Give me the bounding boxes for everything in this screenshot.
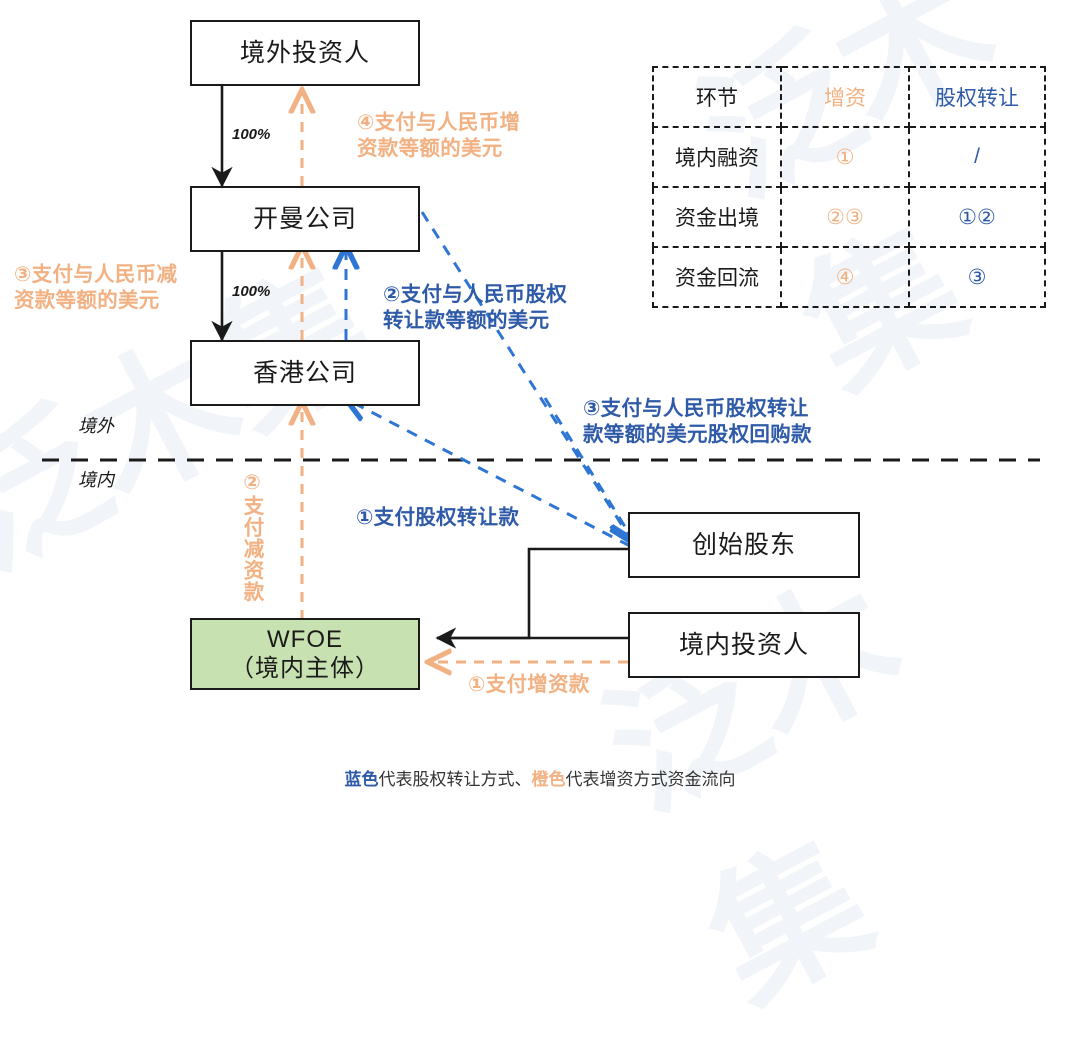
edge-founder-to-wfoe [435, 547, 628, 649]
note-blue-2: ②支付与人民币股权 转让款等额的美元 [383, 283, 568, 333]
table-header-row: 环节 增资 股权转让 [652, 66, 1046, 128]
node-domestic-investor[interactable]: 境内投资人 [628, 612, 860, 678]
node-domestic-investor-label: 境内投资人 [678, 630, 809, 659]
note-blue-1: ①支付股权转让款 [356, 506, 520, 529]
node-wfoe-label-primary: WFOE [267, 625, 343, 653]
table-cell-zengzi-2: ④ [780, 246, 910, 308]
table-cell-guquan-1: ①② [908, 186, 1046, 248]
table-cell-guquan-0: / [908, 126, 1046, 188]
table-cell-label-1: 资金出境 [652, 186, 782, 248]
note-orange-2-vertical: ②支付减资款 [240, 470, 263, 603]
region-label-offshore: 境外 [78, 416, 114, 436]
table-header-stage: 环节 [652, 66, 782, 128]
table-cell-guquan-2: ③ [908, 246, 1046, 308]
legend-blue-word: 蓝色 [344, 770, 379, 789]
node-cayman-company[interactable]: 开曼公司 [190, 186, 420, 252]
note-orange-4: ④支付与人民币增 资款等额的美元 [357, 111, 521, 161]
node-hongkong-company[interactable]: 香港公司 [190, 340, 420, 406]
flow-blue-3-cayman-to-founder [420, 211, 632, 541]
table-cell-zengzi-1: ②③ [780, 186, 910, 248]
node-founder-shareholder-label: 创始股东 [691, 530, 796, 559]
legend-footer: 蓝色代表股权转让方式、橙色代表增资方式资金流向 [0, 765, 1080, 790]
table-row: 资金回流 ④ ③ [652, 246, 1046, 308]
node-cayman-company-label: 开曼公司 [252, 204, 357, 233]
legend-mid-text: 代表股权转让方式、 [378, 770, 532, 789]
node-founder-shareholder[interactable]: 创始股东 [628, 512, 860, 578]
table-header-capital-increase: 增资 [780, 66, 910, 128]
table-cell-label-2: 资金回流 [652, 246, 782, 308]
legend-orange-word: 橙色 [531, 770, 566, 789]
node-offshore-investor[interactable]: 境外投资人 [190, 20, 420, 86]
node-wfoe[interactable]: WFOE （境内主体） [190, 618, 420, 690]
ownership-label-top: 100% [232, 126, 271, 143]
note-blue-3: ③支付与人民币股权转让 款等额的美元股权回购款 [583, 397, 812, 447]
node-hongkong-company-label: 香港公司 [252, 358, 357, 387]
note-orange-3: ③支付与人民币减 资款等额的美元 [14, 263, 178, 313]
legend-tail-text: 代表增资方式资金流向 [565, 770, 736, 789]
table-row: 境内融资 ① / [652, 126, 1046, 188]
table-cell-zengzi-0: ① [780, 126, 910, 188]
region-label-onshore: 境内 [78, 470, 114, 490]
table-cell-label-0: 境内融资 [652, 126, 782, 188]
summary-table: 环节 增资 股权转让 境内融资 ① / 资金出境 ②③ ①② 资金回流 ④ ③ [652, 66, 1046, 308]
table-header-equity-transfer: 股权转让 [908, 66, 1046, 128]
note-orange-1: ①支付增资款 [468, 673, 590, 696]
table-row: 资金出境 ②③ ①② [652, 186, 1046, 248]
node-offshore-investor-label: 境外投资人 [239, 38, 370, 67]
node-wfoe-label-secondary: （境内主体） [230, 655, 380, 682]
ownership-label-mid: 100% [232, 283, 271, 300]
